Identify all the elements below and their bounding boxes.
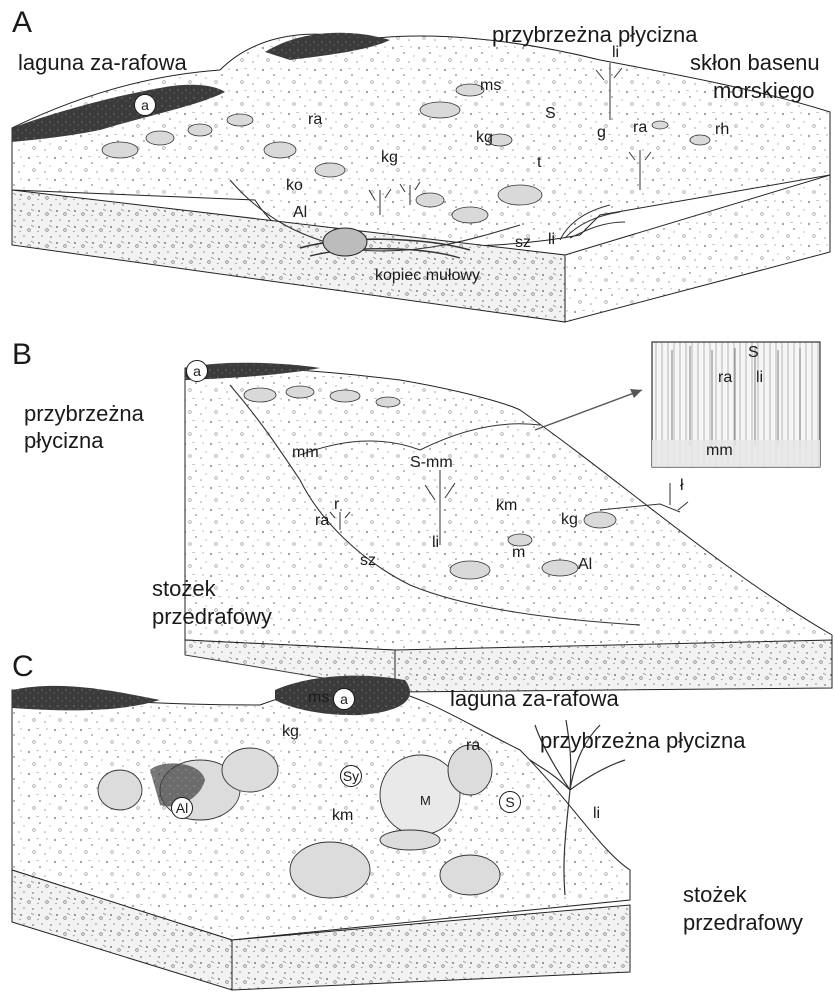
label-S-mm-b: S-mm bbox=[410, 455, 453, 471]
label-sz-a: sz bbox=[515, 235, 531, 251]
label-li-c: li bbox=[593, 806, 600, 822]
label-cone-c-line2: przedrafowy bbox=[683, 912, 803, 934]
label-inset-mm: mm bbox=[706, 443, 733, 459]
label-slope-line1: skłon basenu bbox=[690, 52, 820, 74]
label-li-a2: li bbox=[612, 45, 619, 61]
label-ms-c: ms bbox=[308, 690, 329, 706]
inset-pointer-arrow bbox=[535, 390, 642, 430]
label-mound: kopiec mułowy bbox=[375, 268, 480, 284]
label-ms-a: ms bbox=[480, 78, 501, 94]
label-ra-a2: ra bbox=[633, 120, 647, 136]
panel-b-letter: B bbox=[12, 340, 32, 370]
circled-a-marker-c: a bbox=[333, 688, 355, 710]
label-shallows-b-line1: przybrzeżna bbox=[24, 403, 144, 425]
label-kg-c: kg bbox=[282, 724, 299, 740]
circled-Sy-marker-c: Sy bbox=[340, 765, 362, 787]
circled-S-marker-c: S bbox=[499, 791, 521, 813]
label-ko-a: ko bbox=[286, 178, 303, 194]
circled-Al-marker-c: Al bbox=[171, 797, 193, 819]
label-m-b: m bbox=[512, 545, 525, 561]
label-cone-b-line2: przedrafowy bbox=[152, 606, 272, 628]
label-shallows-a: przybrzeżna płycizna bbox=[492, 24, 697, 46]
label-sz-b: sz bbox=[360, 553, 376, 569]
label-S-a: S bbox=[545, 106, 556, 122]
label-t-a: t bbox=[537, 155, 541, 171]
label-cone-b-line1: stożek bbox=[152, 578, 216, 600]
label-M-c: M bbox=[420, 794, 431, 807]
panel-c-block bbox=[12, 676, 630, 990]
circled-a-marker-a: a bbox=[134, 94, 156, 116]
label-kg-b: kg bbox=[561, 512, 578, 528]
label-ra-a1: ra bbox=[308, 112, 322, 128]
panel-c-letter: C bbox=[12, 652, 34, 682]
label-r-b: r bbox=[334, 497, 339, 513]
label-rh-a: rh bbox=[715, 122, 729, 138]
label-kg-a2: kg bbox=[476, 130, 493, 146]
label-km-b: km bbox=[496, 498, 517, 514]
label-inset-ra: ra bbox=[718, 370, 732, 386]
label-inset-li: li bbox=[756, 370, 763, 386]
label-li-b: li bbox=[432, 535, 439, 551]
circled-a-marker-b: a bbox=[186, 360, 208, 382]
label-ra-c: ra bbox=[466, 738, 480, 754]
label-ra-b: ra bbox=[315, 513, 329, 529]
label-km-c: km bbox=[332, 808, 353, 824]
label-inset-S: S bbox=[748, 345, 759, 361]
label-cone-c-line1: stożek bbox=[683, 884, 747, 906]
label-lagoon-c: laguna za-rafowa bbox=[450, 688, 619, 710]
label-slope-line2: morskiego bbox=[713, 80, 814, 102]
panel-b-inset bbox=[652, 342, 820, 467]
label-mm-b: mm bbox=[292, 445, 319, 461]
label-Al-b: Al bbox=[578, 557, 592, 573]
label-kg-a1: kg bbox=[381, 150, 398, 166]
label-li-a1: li bbox=[548, 232, 555, 248]
label-l-slash-b: ł bbox=[680, 478, 684, 494]
label-Al-a: Al bbox=[293, 205, 307, 221]
label-lagoon-a: laguna za-rafowa bbox=[18, 52, 187, 74]
label-g-a: g bbox=[597, 125, 606, 141]
label-shallows-b-line2: płycizna bbox=[24, 430, 103, 452]
label-shallows-c: przybrzeżna płycizna bbox=[540, 730, 745, 752]
panel-a-letter: A bbox=[12, 8, 32, 38]
